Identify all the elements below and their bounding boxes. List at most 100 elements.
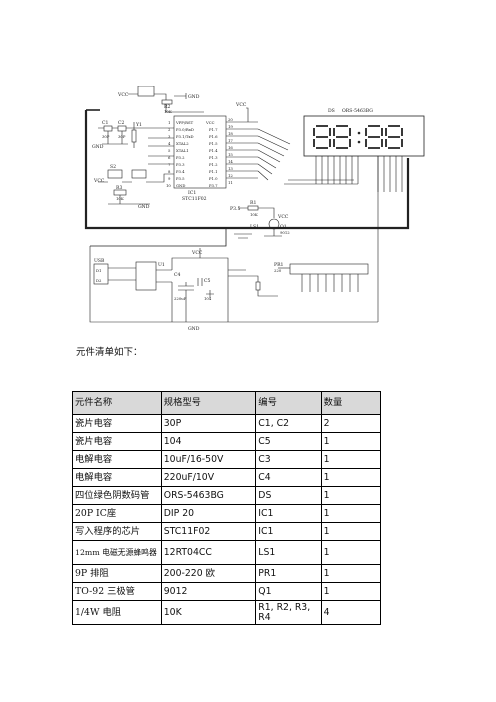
usb-pin1: D1 <box>96 268 101 273</box>
svg-text:P1.2: P1.2 <box>209 162 218 167</box>
svg-text:3: 3 <box>168 134 171 139</box>
table-row: TO-92 三极管 9012 Q1 1 <box>72 582 382 601</box>
gnd-label-top: GND <box>188 94 200 100</box>
bom-header-ref: 编号 <box>255 391 322 415</box>
bom-cell-qty: 1 <box>320 468 382 487</box>
svg-text:P3.4: P3.4 <box>176 169 185 174</box>
svg-text:P1.3: P1.3 <box>209 155 218 160</box>
table-row: 写入程序的芯片 STC11F02 IC1 1 <box>72 522 382 541</box>
svg-text:12: 12 <box>228 173 233 178</box>
bom-cell-qty: 4 <box>320 600 382 625</box>
svg-text:P1.0: P1.0 <box>209 176 218 181</box>
bom-cell-qty: 1 <box>320 486 382 505</box>
buzzer-net-label: P3.5 <box>230 206 240 212</box>
svg-text:14: 14 <box>228 159 233 164</box>
bom-cell-ref: R1, R2, R3, R4 <box>255 600 322 625</box>
svg-text:4: 4 <box>168 141 171 146</box>
bom-cell-name: TO-92 三极管 <box>72 582 162 601</box>
r1-label: R1 <box>250 200 256 206</box>
svg-text:5: 5 <box>168 148 171 153</box>
transistor-part: 9012 <box>280 230 290 235</box>
bom-cell-qty: 1 <box>320 564 382 583</box>
mcu-part: STC11F02 <box>182 196 207 202</box>
vcc-label-buzzer: VCC <box>277 214 289 220</box>
mcu-left-numbers: 1 2 3 4 5 6 7 8 9 10 <box>166 120 171 188</box>
bom-cell-spec: 9012 <box>160 582 257 601</box>
resnet-ref: PR1 <box>274 262 284 268</box>
svg-text:P3.3: P3.3 <box>176 162 185 167</box>
bom-header-qty: 数量 <box>320 391 382 415</box>
svg-text:1: 1 <box>168 120 170 125</box>
table-row: 四位绿色阴数码管 ORS-5463BG DS 1 <box>72 486 382 505</box>
svg-text:20: 20 <box>228 117 233 122</box>
regulator-ref: U1 <box>158 262 165 268</box>
vcc-label-left: VCC <box>93 178 105 184</box>
usb-pin2: D2 <box>96 278 102 283</box>
bom-cell-spec: ORS-5463BG <box>160 486 257 505</box>
bom-cell-qty: 1 <box>320 582 382 601</box>
svg-text:10: 10 <box>166 183 171 188</box>
r3-value: 10K <box>116 196 124 201</box>
vcc-label-top: VCC <box>117 92 129 98</box>
s2-label: S2 <box>110 164 116 170</box>
circuit-schematic: S3 VCC R2 10K GND VCC C1 30P C2 30P Y1 G… <box>84 86 425 332</box>
bom-table: 元件名称 规格型号 编号 数量 瓷片电容 30P C1, C2 2 瓷片电容 1… <box>72 391 382 625</box>
mcu-right-numbers: 20 19 18 17 16 15 14 13 12 11 <box>228 117 233 185</box>
bom-header-row: 元件名称 规格型号 编号 数量 <box>72 391 382 415</box>
bom-cell-ref: IC1 <box>255 504 322 523</box>
resnet-value: 220 <box>274 268 282 273</box>
c5-label: C5 <box>204 278 211 284</box>
svg-text:P3.7: P3.7 <box>209 183 218 188</box>
svg-text:P3.2: P3.2 <box>176 155 185 160</box>
bom-cell-name: 电解电容 <box>72 450 162 469</box>
vcc-label-mcu: VCC <box>235 102 247 108</box>
bom-cell-ref: PR1 <box>255 564 322 583</box>
svg-text:P3.0/RxD: P3.0/RxD <box>176 127 194 132</box>
mcu-ref: IC1 <box>188 190 196 196</box>
switch-ref: S3 <box>140 86 146 87</box>
svg-text:P3.1/TxD: P3.1/TxD <box>176 134 194 139</box>
svg-text:15: 15 <box>228 152 233 157</box>
bom-cell-spec: 30P <box>160 414 257 433</box>
usb-ref: USB <box>94 258 105 264</box>
c4-label: C4 <box>174 272 181 278</box>
bom-cell-name: 20P IC座 <box>72 504 162 523</box>
bom-cell-name: 9P 排阻 <box>72 564 162 583</box>
display-ref: DS <box>328 108 335 114</box>
bom-cell-name: 瓷片电容 <box>72 432 162 451</box>
bom-cell-qty: 1 <box>320 504 382 523</box>
bom-cell-qty: 1 <box>320 522 382 541</box>
svg-text:11: 11 <box>228 180 233 185</box>
c5-value: 104 <box>204 296 212 301</box>
bom-cell-ref: DS <box>255 486 322 505</box>
svg-text:VCC: VCC <box>205 120 215 125</box>
bom-cell-name: 写入程序的芯片 <box>72 522 162 541</box>
r2-label: R2 <box>164 104 170 110</box>
bom-cell-spec: 200-220 欧 <box>160 564 257 583</box>
svg-text:P1.1: P1.1 <box>209 169 218 174</box>
c1-value: 30P <box>102 134 110 139</box>
svg-text:13: 13 <box>228 166 233 171</box>
table-row: 1/4W 电阻 10K R1, R2, R3, R4 4 <box>72 600 382 625</box>
table-row: 9P 排阻 200-220 欧 PR1 1 <box>72 564 382 583</box>
svg-text:2: 2 <box>168 127 171 132</box>
svg-text:P1.4: P1.4 <box>209 148 218 153</box>
bom-cell-qty: 2 <box>320 414 382 433</box>
svg-text:P3.5: P3.5 <box>176 176 185 181</box>
bom-cell-qty: 1 <box>320 450 382 469</box>
bom-cell-name: 1/4W 电阻 <box>72 600 162 625</box>
svg-text:P1.6: P1.6 <box>209 134 218 139</box>
c2-label: C2 <box>118 120 125 126</box>
bom-cell-spec: 220uF/10V <box>160 468 257 487</box>
c2-value: 30P <box>118 134 126 139</box>
table-row: 电解电容 10uF/16-50V C3 1 <box>72 450 382 469</box>
svg-text:18: 18 <box>228 131 233 136</box>
vcc-label-bottom: VCC <box>191 250 203 256</box>
bom-cell-ref: LS1 <box>255 540 322 565</box>
r3-label: R3 <box>116 185 122 191</box>
table-row: 瓷片电容 30P C1, C2 2 <box>72 414 382 433</box>
svg-text:8: 8 <box>168 169 171 174</box>
c4-value: 220uF <box>174 296 187 301</box>
svg-text:XTAL1: XTAL1 <box>176 148 189 153</box>
bom-caption: 元件清单如下： <box>76 347 143 358</box>
